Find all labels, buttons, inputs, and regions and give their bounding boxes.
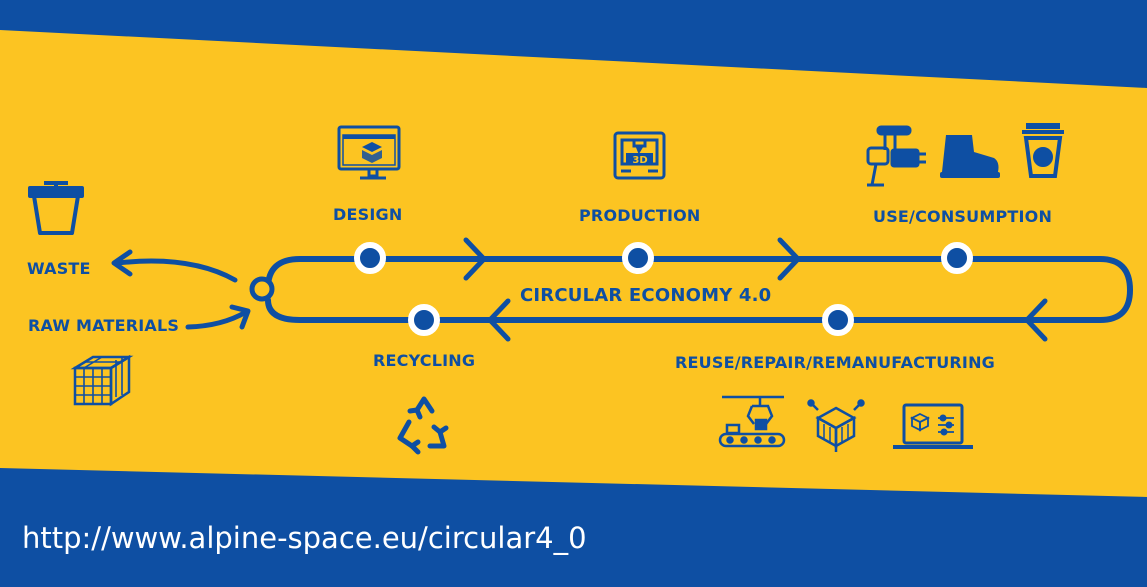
arrow-to-waste	[115, 258, 238, 283]
arrow-left-2	[487, 298, 511, 342]
label-raw-materials: RAW MATERIALS	[28, 316, 180, 335]
laptop-3d-icon	[893, 403, 973, 449]
arrow-right-2	[777, 237, 801, 281]
cycle-loop	[265, 256, 1134, 323]
label-production: PRODUCTION	[579, 206, 701, 225]
label-recycling: RECYCLING	[373, 351, 476, 370]
recycle-icon	[397, 396, 449, 455]
label-reuse-repair-remanufacturing: REUSE/REPAIR/REMANUFACTURING	[675, 353, 996, 372]
node-recycling	[408, 304, 440, 336]
stage-nodes	[354, 242, 973, 336]
arrow-left-1	[1024, 298, 1048, 342]
flow-arrows	[463, 237, 1048, 342]
yellow-band	[0, 30, 1147, 497]
cup-icon	[1022, 123, 1064, 178]
node-use	[941, 242, 973, 274]
3d-design-monitor-icon	[337, 125, 401, 180]
node-production	[622, 242, 654, 274]
node-reuse	[822, 304, 854, 336]
label-waste: WASTE	[27, 259, 91, 278]
footer-url-link[interactable]: http://www.alpine-space.eu/circular4_0	[22, 521, 587, 555]
label-design: DESIGN	[333, 205, 403, 224]
arrow-to-waste-head	[111, 249, 133, 277]
side-arrows	[111, 249, 251, 330]
3d-printer-icon: 3D	[613, 131, 666, 180]
robot-conveyor-icon	[718, 395, 786, 448]
arrow-right-1	[463, 237, 487, 281]
label-use-consumption: USE/CONSUMPTION	[873, 207, 1053, 226]
node-design	[354, 242, 386, 274]
machine-part-icon	[866, 125, 926, 187]
trash-bin-icon	[28, 181, 84, 235]
start-node	[249, 276, 275, 302]
svg-text:3D: 3D	[632, 155, 647, 166]
label-circular-economy: CIRCULAR ECONOMY 4.0	[520, 285, 772, 306]
arrow-from-raw	[185, 309, 249, 330]
boot-icon	[940, 135, 1000, 178]
material-cube-icon	[70, 354, 134, 407]
network-cube-icon	[807, 399, 865, 452]
arrow-from-raw-head	[229, 304, 251, 330]
